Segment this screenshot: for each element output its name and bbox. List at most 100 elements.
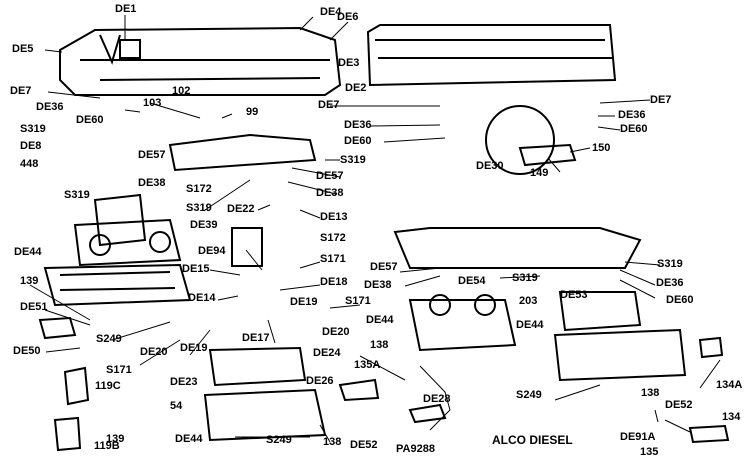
part-label: DE52 — [665, 399, 693, 411]
part-label: S171 — [320, 253, 346, 265]
part-label: DE36 — [656, 277, 684, 289]
part-label: DE38 — [138, 177, 166, 189]
part-label: DE36 — [36, 101, 64, 113]
part-label: DE7 — [318, 99, 340, 111]
part-label: DE1 — [115, 3, 137, 15]
part-label: S319 — [340, 154, 366, 166]
part-label: DE91A — [620, 431, 656, 443]
part-label: S249 — [516, 389, 542, 401]
part-label: DE19 — [180, 342, 208, 354]
part-label: DE36 — [618, 109, 646, 121]
frame-plate-upper — [168, 133, 317, 172]
part-label: DE13 — [320, 211, 348, 223]
part-label: 139 — [20, 275, 39, 287]
part-label: 139 — [106, 433, 125, 445]
part-label: DE26 — [306, 375, 334, 387]
part-label: 102 — [172, 85, 191, 97]
part-label: DE2 — [345, 82, 367, 94]
part-label: 138 — [323, 436, 342, 448]
part-label: 448 — [20, 158, 39, 170]
part-label: 119B — [94, 440, 120, 452]
part-label: DE60 — [76, 114, 104, 126]
truck-de44-right — [553, 328, 687, 382]
part-label: 119C — [95, 380, 121, 392]
part-label: DE7 — [10, 85, 32, 97]
part-label: 135A — [354, 359, 381, 371]
part-label: S172 — [320, 232, 346, 244]
part-label: DE22 — [227, 203, 255, 215]
part-label: S172 — [186, 183, 212, 195]
part-label: DE57 — [316, 170, 344, 182]
truck-de44-bottom — [203, 388, 327, 442]
truck-far-right — [558, 291, 642, 332]
motor-block — [93, 193, 147, 247]
part-label: 149 — [530, 167, 549, 179]
part-label: DE7 — [650, 94, 672, 106]
part-label: S319 — [512, 272, 538, 284]
part-label: S319 — [657, 258, 683, 270]
part-label: DE15 — [182, 263, 210, 275]
bracket-119b — [53, 416, 82, 452]
part-label: 134A — [716, 379, 743, 391]
body-a-unit — [59, 26, 342, 96]
part-label: PA9288 — [396, 443, 435, 455]
part-label: DE14 — [188, 292, 216, 304]
weight-de30 — [485, 105, 555, 175]
part-label: DE44 — [14, 246, 42, 258]
part-label: 103 — [143, 97, 162, 109]
part-label: DE57 — [370, 261, 398, 273]
part-label: DE24 — [313, 347, 341, 359]
motor-de39 — [231, 227, 263, 267]
part-label: DE6 — [337, 11, 359, 23]
part-label: DE8 — [20, 140, 42, 152]
truck-mid-right — [408, 299, 517, 352]
part-label: DE60 — [620, 123, 648, 135]
part-label: DE44 — [175, 433, 203, 445]
part-label: DE53 — [560, 289, 588, 301]
part-label: DE52 — [350, 439, 378, 451]
part-label: DE18 — [320, 276, 348, 288]
diagram-title: ALCO DIESEL — [492, 433, 573, 447]
part-label: 203 — [519, 295, 538, 307]
part-label: S171 — [345, 295, 371, 307]
part-label: S319 — [20, 123, 46, 135]
part-label: DE3 — [338, 57, 360, 69]
part-label: S171 — [106, 364, 132, 376]
part-label: DE57 — [138, 149, 166, 161]
part-label: DE17 — [242, 332, 270, 344]
part-label: DE5 — [12, 43, 34, 55]
body-b-unit — [366, 24, 617, 87]
truck-de24 — [208, 346, 307, 387]
part-label: DE20 — [140, 346, 168, 358]
part-label: DE4 — [320, 6, 342, 18]
part-label: 138 — [641, 387, 660, 399]
part-label: DE36 — [344, 119, 372, 131]
part-label: DE20 — [322, 326, 350, 338]
part-label: 134 — [722, 411, 741, 423]
part-label: S319 — [186, 202, 212, 214]
part-label: DE44 — [366, 314, 394, 326]
part-label: DE30 — [476, 160, 504, 172]
part-label: DE28 — [423, 393, 451, 405]
part-label: DE23 — [170, 376, 198, 388]
part-label: DE50 — [13, 345, 41, 357]
part-label: DE94 — [198, 245, 226, 257]
part-label: 135 — [640, 446, 659, 458]
part-label: DE38 — [316, 187, 344, 199]
part-label: S249 — [266, 434, 292, 446]
part-label: DE19 — [290, 296, 318, 308]
truck-left — [43, 263, 192, 307]
part-label: S249 — [96, 333, 122, 345]
truck-upper — [73, 218, 182, 267]
part-label: 150 — [592, 142, 611, 154]
part-label: DE51 — [20, 301, 48, 313]
part-label: DE39 — [190, 219, 218, 231]
part-label: 54 — [170, 400, 183, 412]
part-label: 138 — [370, 339, 389, 351]
part-label: DE54 — [458, 275, 486, 287]
part-label: DE44 — [516, 319, 544, 331]
part-label: S319 — [64, 189, 90, 201]
part-label: 99 — [246, 106, 259, 118]
